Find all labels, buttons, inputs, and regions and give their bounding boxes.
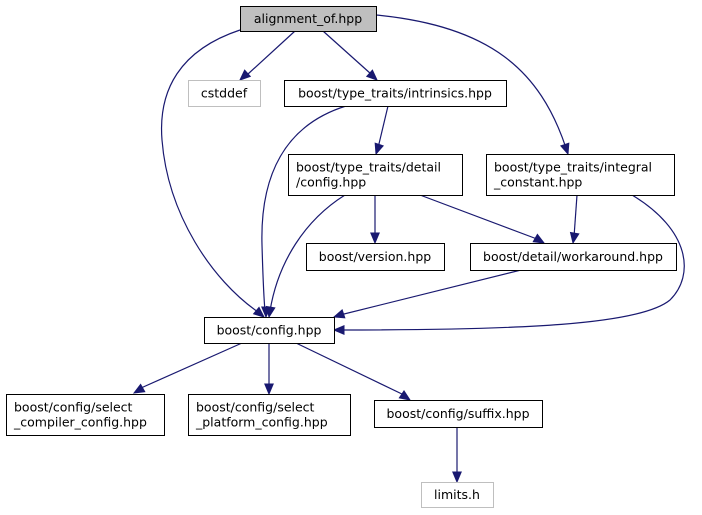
node-box[interactable] bbox=[486, 154, 675, 196]
arrowhead bbox=[252, 306, 265, 318]
edge-integral_constant-to-config bbox=[332, 194, 685, 335]
node-box[interactable] bbox=[240, 6, 377, 32]
node-workaround[interactable]: boost/detail/workaround.hpp bbox=[470, 243, 677, 271]
edge-line bbox=[377, 105, 389, 149]
node-box[interactable] bbox=[421, 482, 494, 508]
edge-config-to-select_platform bbox=[264, 343, 274, 396]
node-limits[interactable]: limits.h bbox=[421, 482, 494, 508]
node-label: boost/type_traits/detail bbox=[296, 160, 441, 175]
node-suffix[interactable]: boost/config/suffix.hpp bbox=[374, 400, 543, 428]
arrowhead bbox=[559, 142, 570, 156]
arrowhead bbox=[532, 233, 546, 244]
node-label: boost/type_traits/integral bbox=[494, 160, 652, 175]
edges-layer bbox=[132, 14, 685, 484]
arrowhead bbox=[239, 69, 252, 81]
node-box[interactable] bbox=[188, 394, 351, 436]
node-box[interactable] bbox=[374, 400, 543, 428]
edge-alignment_of-to-intrinsics bbox=[322, 30, 378, 81]
node-label: boost/type_traits/intrinsics.hpp bbox=[298, 86, 492, 101]
edge-integral_constant-to-workaround bbox=[569, 194, 580, 245]
edge-detail_config-to-workaround bbox=[419, 194, 546, 244]
edge-intrinsics-to-detail_config bbox=[374, 105, 389, 156]
node-box[interactable] bbox=[288, 154, 463, 196]
node-label: boost/config/select bbox=[14, 400, 133, 415]
edge-detail_config-to-config bbox=[265, 194, 346, 319]
arrowhead bbox=[365, 69, 378, 81]
node-integral_constant[interactable]: boost/type_traits/integral_constant.hpp bbox=[486, 154, 675, 196]
node-label: _platform_config.hpp bbox=[195, 415, 328, 430]
edge-suffix-to-limits bbox=[452, 427, 462, 484]
node-select_compiler[interactable]: boost/config/select_compiler_config.hpp bbox=[6, 394, 165, 436]
node-alignment_of[interactable]: alignment_of.hpp bbox=[240, 6, 377, 32]
edge-line bbox=[339, 194, 685, 331]
edge-config-to-select_compiler bbox=[132, 342, 243, 394]
node-cstddef[interactable]: cstddef bbox=[188, 80, 261, 107]
edge-line bbox=[261, 105, 347, 312]
node-label: _constant.hpp bbox=[493, 175, 582, 190]
edge-alignment_of-to-integral_constant bbox=[375, 14, 570, 156]
node-label: alignment_of.hpp bbox=[254, 11, 362, 26]
edge-line bbox=[322, 30, 372, 75]
node-label: limits.h bbox=[434, 487, 480, 502]
arrowhead bbox=[265, 305, 276, 319]
node-label: _compiler_config.hpp bbox=[13, 415, 147, 430]
arrowhead bbox=[332, 308, 346, 319]
arrowhead bbox=[264, 383, 274, 396]
arrowhead bbox=[569, 231, 580, 245]
edge-line bbox=[247, 30, 296, 75]
arrowhead bbox=[370, 232, 380, 245]
node-version[interactable]: boost/version.hpp bbox=[306, 243, 445, 271]
edge-line bbox=[160, 29, 259, 313]
edge-line bbox=[339, 269, 522, 316]
node-box[interactable] bbox=[284, 80, 507, 107]
edge-alignment_of-to-config bbox=[160, 29, 265, 318]
node-label: boost/config/suffix.hpp bbox=[387, 406, 530, 421]
edge-line bbox=[573, 194, 578, 238]
node-box[interactable] bbox=[6, 394, 165, 436]
arrowhead bbox=[398, 390, 412, 401]
arrowhead bbox=[374, 142, 385, 156]
node-detail_config[interactable]: boost/type_traits/detail/config.hpp bbox=[288, 154, 463, 196]
node-box[interactable] bbox=[188, 80, 261, 107]
edge-alignment_of-to-cstddef bbox=[239, 30, 296, 81]
edge-detail_config-to-version bbox=[370, 195, 380, 245]
edge-line bbox=[140, 342, 243, 389]
edge-line bbox=[419, 194, 538, 240]
node-label: boost/detail/workaround.hpp bbox=[483, 249, 663, 264]
node-label: boost/version.hpp bbox=[319, 249, 431, 264]
edge-line bbox=[269, 194, 346, 312]
arrowhead bbox=[452, 471, 462, 484]
node-config[interactable]: boost/config.hpp bbox=[204, 317, 335, 344]
arrowhead bbox=[332, 325, 345, 335]
node-select_platform[interactable]: boost/config/select_platform_config.hpp bbox=[188, 394, 351, 436]
edge-line bbox=[375, 14, 567, 149]
node-intrinsics[interactable]: boost/type_traits/intrinsics.hpp bbox=[284, 80, 507, 107]
node-label: boost/config.hpp bbox=[217, 323, 322, 338]
node-label: boost/config/select bbox=[196, 400, 315, 415]
node-label: /config.hpp bbox=[296, 175, 366, 190]
node-box[interactable] bbox=[204, 317, 335, 344]
arrowhead bbox=[132, 383, 146, 394]
node-box[interactable] bbox=[470, 243, 677, 271]
node-box[interactable] bbox=[306, 243, 445, 271]
edge-intrinsics-to-config bbox=[261, 105, 347, 319]
edge-line bbox=[295, 342, 405, 396]
edge-config-to-suffix bbox=[295, 342, 412, 401]
node-label: cstddef bbox=[201, 86, 248, 101]
edge-workaround-to-config bbox=[332, 269, 522, 319]
